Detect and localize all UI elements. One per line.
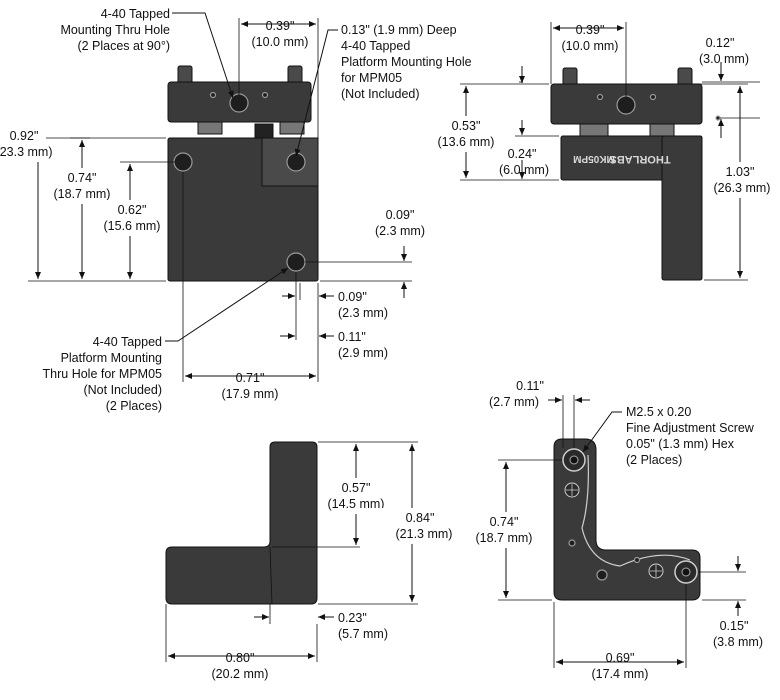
back-dim-015-value: 0.15" [720,619,749,633]
front-top-small-hole-1 [209,91,217,99]
front-dim-009v-mm: (2.3 mm) [375,224,425,238]
front-deep-hole-note-5: (Not Included) [341,87,420,101]
front-post-left [177,65,193,85]
side-dim-012-value: 0.12" [706,36,735,50]
bottom-dim-084-value: 0.84" [406,511,435,525]
front-spring-right [279,121,305,135]
bottom-dim-080-mm: (20.2 mm) [212,667,269,681]
back-small-hole-2 [596,569,608,581]
bottom-dim-057-mm: (14.5 mm) [328,497,385,511]
side-small-hole-2 [649,93,657,101]
front-top-hole-note-3: (2 Places at 90°) [77,39,170,53]
front-dim-039-value: 0.39" [266,19,295,33]
front-dim-092-value: 0.92" [10,129,39,143]
front-view: 0.39" (10.0 mm) 4-40 Tapped Mounting Thr… [0,7,472,413]
front-post-right [287,65,303,85]
front-dim-062-value: 0.62" [118,203,147,217]
front-thru-hole-note-2: Platform Mounting [61,351,162,365]
side-dim-053-mm: (13.6 mm) [438,135,495,149]
side-top-hole [616,95,636,115]
side-engraving-thorlabs: THORLABS [609,153,670,165]
side-dim-039-mm: (10.0 mm) [562,39,619,53]
side-post-right [677,67,693,87]
bottom-dim-080-value: 0.80" [226,651,255,665]
back-screw-note-3: 0.05" (1.3 mm) Hex [626,437,735,451]
side-dim-024-value: 0.24" [508,147,537,161]
front-thru-hole-note-1: 4-40 Tapped [93,335,162,349]
front-dim-071-mm: (17.9 mm) [222,387,279,401]
back-screw-note-2: Fine Adjustment Screw [626,421,755,435]
side-spring-left [579,123,609,137]
back-small-hole-3 [633,556,641,564]
side-dim-053-value: 0.53" [452,119,481,133]
front-dim-074-value: 0.74" [68,171,97,185]
side-leg [661,135,703,281]
front-dim-074-mm: (18.7 mm) [54,187,111,201]
front-dim-009h-mm: (2.3 mm) [338,306,388,320]
back-dim-011-mm: (2.7 mm) [489,395,539,409]
front-dim-011-value: 0.11" [338,330,366,344]
front-block-right [261,137,319,187]
front-top-hole-note-2: Mounting Thru Hole [60,23,170,37]
side-dim-024-mm: (6.0 mm) [499,163,549,177]
back-dim-074-value: 0.74" [490,515,519,529]
front-deep-hole-note-1: 0.13" (1.9 mm) Deep [341,23,457,37]
front-dim-071-value: 0.71" [236,371,265,385]
back-groove [581,454,691,567]
front-top-small-hole-2 [261,91,269,99]
back-small-hole-1 [568,539,576,547]
back-screw-note-4: (2 Places) [626,453,682,467]
side-engraving-model: MK05PM [573,153,615,164]
bottom-view: 0.57" (14.5 mm) 0.84" (21.3 mm) 0.23" (5… [165,441,453,681]
back-dim-069-value: 0.69" [606,651,635,665]
front-screw-knurl [254,123,274,139]
front-top-hole-note-1: 4-40 Tapped [101,7,170,21]
front-dim-092-mm: (23.3 mm) [0,145,52,159]
side-spring-right [649,123,675,137]
side-dim-103-value: 1.03" [726,165,755,179]
bottom-l-bracket [165,441,318,605]
front-thru-hole [286,252,306,272]
front-deep-hole-note-4: for MPM05 [341,71,402,85]
side-view: THORLABS MK05PM 0.39" (10.0 mm) 0.12" (3… [436,22,774,281]
bottom-dim-023-mm: (5.7 mm) [338,627,388,641]
front-dim-009v-value: 0.09" [386,208,415,222]
front-thru-hole-note-4: (Not Included) [83,383,162,397]
side-small-hole-1 [596,93,604,101]
side-dim-103-mm: (26.3 mm) [714,181,771,195]
front-side-hole-left [173,152,193,172]
back-adjust-screw-right-hex [681,567,691,577]
bottom-dim-084-mm: (21.3 mm) [396,527,453,541]
front-dim-011-mm: (2.9 mm) [338,346,388,360]
back-dim-015-mm: (3.8 mm) [713,635,763,649]
front-spring-left [197,121,223,135]
side-post-left [562,67,578,87]
front-dim-039-mm: (10.0 mm) [252,35,309,49]
bottom-dim-023-value: 0.23" [338,611,367,625]
back-adjust-screw-top-hex [569,455,579,465]
side-small-hole-3 [715,115,721,121]
front-dim-009h-value: 0.09" [338,290,367,304]
front-deep-hole-note-3: Platform Mounting Hole [341,55,472,69]
front-thru-hole-note-3: Thru Hole for MPM05 [43,367,163,381]
back-screw-note-1: M2.5 x 0.20 [626,405,691,419]
back-view: 0.11" (2.7 mm) M2.5 x 0.20 Fine Adjustme… [470,379,763,681]
side-dim-039-value: 0.39" [576,23,605,37]
back-dim-069-mm: (17.4 mm) [592,667,649,681]
front-thru-hole-note-5: (2 Places) [106,399,162,413]
front-dim-062-mm: (15.6 mm) [104,219,161,233]
bottom-dim-057-value: 0.57" [342,481,371,495]
back-l-bracket [553,438,701,601]
back-dim-011-value: 0.11" [516,379,544,393]
side-dim-012-mm: (3.0 mm) [699,52,749,66]
front-deep-hole-note-2: 4-40 Tapped [341,39,410,53]
back-dim-074-mm: (18.7 mm) [476,531,533,545]
